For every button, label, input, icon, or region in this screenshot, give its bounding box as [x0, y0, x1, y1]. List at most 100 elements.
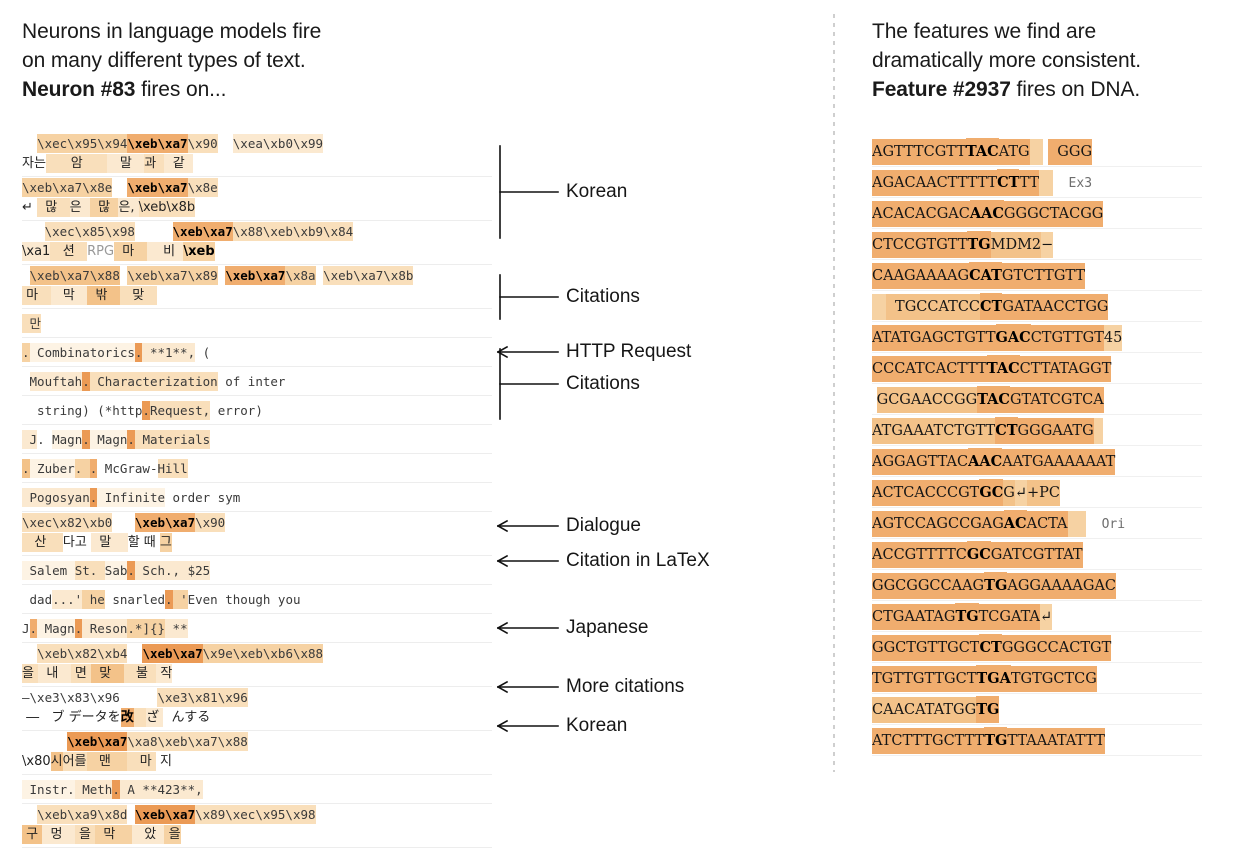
token-span: .	[165, 590, 173, 609]
token-span: 많	[37, 198, 70, 217]
token-span: Sch., $25	[134, 561, 211, 580]
token-span	[22, 134, 37, 153]
token-span: 을	[164, 825, 181, 844]
dna-sequence-row: CAACATATGGTG	[872, 694, 1202, 725]
token-span: .	[82, 372, 90, 391]
dna-sequence-row: CCCATCACTTTTACCTTATAGGT	[872, 353, 1202, 384]
token-span: \x89\xec\x95\x98	[195, 805, 316, 824]
token-span: Mouftah	[29, 372, 83, 391]
token-span: \xea\xb0\x99	[232, 134, 324, 153]
token-span: 마	[114, 242, 147, 261]
token-span: '	[172, 590, 188, 609]
token-span: 암	[45, 154, 108, 173]
token-span: string) (*http	[22, 403, 143, 418]
token-span: Characterization	[89, 372, 218, 391]
token-span	[22, 732, 67, 751]
token-span: GC	[979, 479, 1004, 506]
token-span: TAC	[977, 386, 1010, 413]
token-span	[22, 266, 30, 285]
token-span: \xeb\xa7	[67, 732, 128, 751]
decoded-text-line: \x80시어를 맨 마 지	[22, 752, 492, 771]
token-span: ...'	[52, 590, 83, 609]
dna-sequence-row: AGTCCAGCCGAGACACTA Ori	[872, 508, 1202, 539]
token-span	[1039, 170, 1053, 196]
raw-bytes-line: \xec\x82\xb0 \xeb\xa7\x90	[22, 513, 492, 532]
token-span: GTATCGTCA	[1009, 387, 1104, 413]
token-span: 맨	[86, 752, 128, 771]
token-span: CT	[980, 293, 1003, 320]
token-span: .	[74, 459, 90, 478]
dna-sequence-row: AGACAACTTTTTCTTT Ex3	[872, 167, 1202, 198]
token-span: ATG	[998, 139, 1030, 165]
token-span: ACTCACCCGT	[872, 480, 980, 506]
token-span: GC	[966, 541, 991, 568]
token-span: \x90	[187, 134, 218, 153]
token-span: 을	[74, 825, 96, 844]
left-panel-heading: Neurons in language models fire on many …	[22, 17, 492, 104]
token-span: 지	[155, 754, 172, 769]
raw-bytes-line: Pogosyan. Infinite order sym	[22, 488, 492, 507]
token-span: ブ	[51, 710, 69, 725]
activation-text-row: 만	[22, 309, 492, 338]
token-span: Ori	[1085, 517, 1126, 532]
token-span: TG	[984, 727, 1008, 754]
activation-text-row: Salem St. Sab. Sch., $25	[22, 556, 492, 585]
token-span: GGCGGCCAAG	[872, 573, 985, 599]
token-span: ACTA	[1026, 511, 1068, 537]
annotation-label: Korean	[566, 715, 628, 736]
raw-bytes-line: \xeb\x82\xb4 \xeb\xa7\x9e\xeb\xb6\x88	[22, 644, 492, 663]
activation-text-row: J. Magn. Magn. Materials	[22, 425, 492, 454]
token-span: \xa1	[22, 242, 51, 261]
token-span: RPG	[87, 244, 115, 259]
annotation-bracket-0: Korean	[496, 145, 756, 239]
token-span: G	[1003, 480, 1015, 506]
token-span: 맞	[119, 286, 157, 305]
token-span: \xeb\xa7	[134, 513, 196, 532]
token-span: .	[89, 459, 98, 478]
annotation-arrow-7: More citations	[496, 676, 756, 697]
annotation-arrow-8: Korean	[496, 715, 756, 736]
token-span: GGGAATG	[1017, 418, 1094, 444]
right-heading-line2: dramatically more consistent.	[872, 49, 1142, 72]
token-span: ACACACGAC	[872, 201, 970, 227]
token-span: Ex3	[1052, 176, 1093, 191]
token-span: 말	[90, 533, 128, 552]
raw-bytes-line: J. Magn. Magn. Materials	[22, 430, 492, 449]
token-span: McGraw-	[97, 461, 158, 476]
token-span	[120, 688, 158, 707]
dna-sequence-row: TGTTGTTGCTTGATGTGCTCG	[872, 663, 1202, 694]
left-heading-line1: Neurons in language models fire	[22, 20, 322, 43]
token-span: 은	[69, 198, 90, 217]
raw-bytes-line: 만	[22, 314, 492, 333]
annotation-label: Korean	[566, 181, 628, 202]
token-span	[316, 266, 324, 285]
token-span: \xeb\x82\xb4	[37, 644, 128, 663]
token-span	[22, 372, 30, 391]
left-heading-line2: on many different types of text.	[22, 49, 306, 72]
token-span: Zuber	[29, 459, 75, 478]
token-span: Salem	[22, 561, 75, 580]
token-span: CTGAATAG	[872, 604, 956, 630]
token-span: 불	[123, 664, 157, 683]
right-heading-line1: The features we find are	[872, 20, 1097, 43]
dna-sequence-row: CAAGAAAAGCATGTCTTGTT	[872, 260, 1202, 291]
annotation-arrow-2: HTTP Request	[496, 341, 756, 362]
activation-text-row: string) (*http.Request, error)	[22, 396, 492, 425]
token-span: AGACAACTTTTT	[872, 170, 998, 196]
token-span: Sab	[104, 561, 128, 580]
arrow-connector-icon	[496, 519, 559, 533]
right-heading-tail: fires on DNA.	[1010, 78, 1141, 101]
activation-text-row: J. Magn. Reson.*]{} **	[22, 614, 492, 643]
token-span: .	[112, 780, 120, 799]
raw-bytes-line: Mouftah. Characterization of inter	[22, 372, 492, 391]
token-span: \xeb\x8b	[138, 198, 196, 217]
token-span	[22, 805, 37, 824]
annotation-bracket-3: Citations	[496, 348, 756, 420]
token-span	[135, 222, 173, 241]
dna-sequence-row: AGTTTCGTTTACATG GGG	[872, 136, 1202, 167]
token-span: 밖	[87, 286, 120, 305]
token-span: \xa8\xeb\xa7\x88	[127, 732, 248, 751]
raw-bytes-line: Instr. Meth. A **423**,	[22, 780, 492, 799]
